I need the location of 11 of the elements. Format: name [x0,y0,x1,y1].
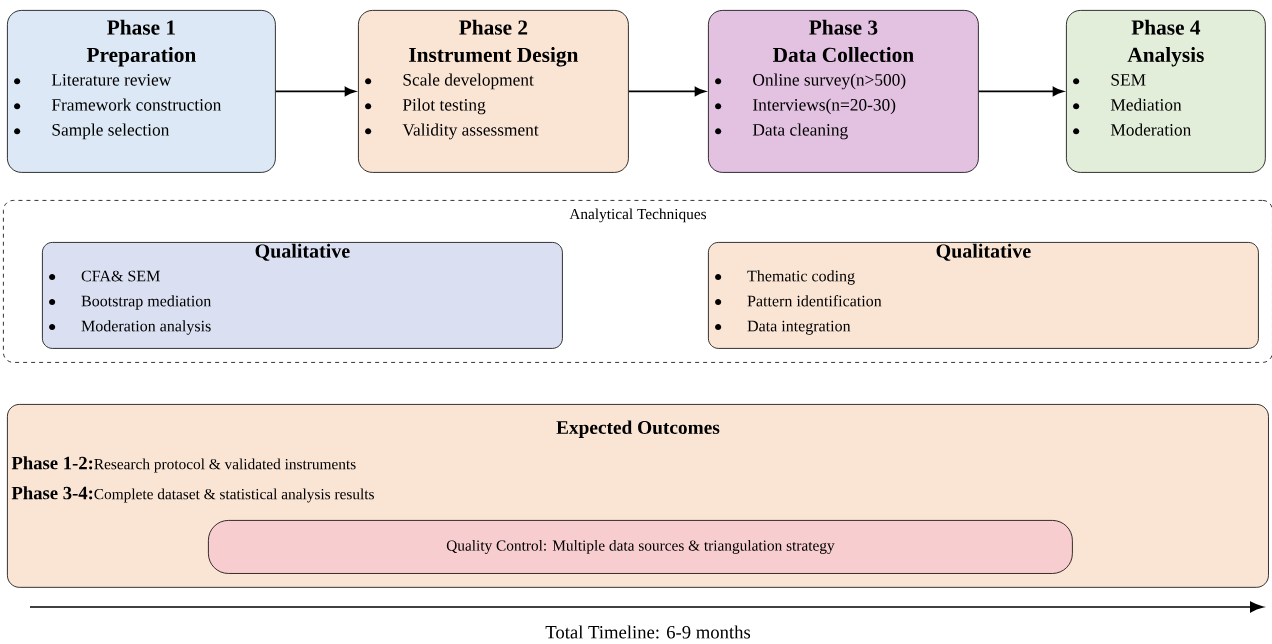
phase-box: Phase 2 Instrument Design Scale development Pilot testing Validity assessment [358,10,629,173]
timeline-label: Total Timeline: 6-9 months [545,625,751,639]
phase-box: Phase 4 Analysis SEM Mediation Moderation [1066,10,1266,173]
arrow [977,86,1064,97]
phase-box: Phase 1 Preparation Literature review Framework construction Sample selection [7,10,276,173]
technique-box: Qualitative Thematic coding Pattern identification Data integration [708,242,1259,349]
technique-box: Qualitative CFA& SEM Bootstrap mediation Moderation analysis [42,242,563,349]
arrow [274,86,356,97]
phase-box: Phase 3 Data Collection Online survey(n>500) Interviews(n=20-30) Data cleaning [708,10,979,173]
quality-control-pill: Quality Control: Multiple data sources & triangulation strategy [208,520,1073,574]
arrow [627,86,706,97]
